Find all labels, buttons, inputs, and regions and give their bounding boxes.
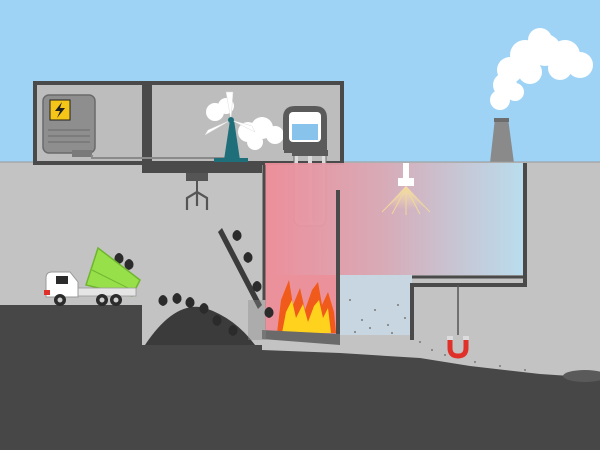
grabber-claw-icon (185, 173, 209, 210)
boiler-tank-icon (283, 106, 327, 153)
waste-pile (145, 306, 255, 345)
dark-ground (0, 305, 600, 450)
spray-nozzle-icon (378, 163, 434, 215)
garbage-bag-icon (114, 230, 274, 336)
generator (42, 94, 96, 157)
smokestack-icon (490, 118, 514, 163)
furnace-fire (277, 280, 336, 333)
chimney-smoke (490, 28, 593, 110)
horseshoe-magnet-icon (447, 285, 469, 359)
feed-chute (218, 228, 266, 340)
ash-particles (349, 299, 526, 371)
wind-turbine-icon (204, 91, 284, 162)
lightning-bolt-icon (55, 102, 65, 118)
dump-truck-icon (44, 246, 141, 306)
